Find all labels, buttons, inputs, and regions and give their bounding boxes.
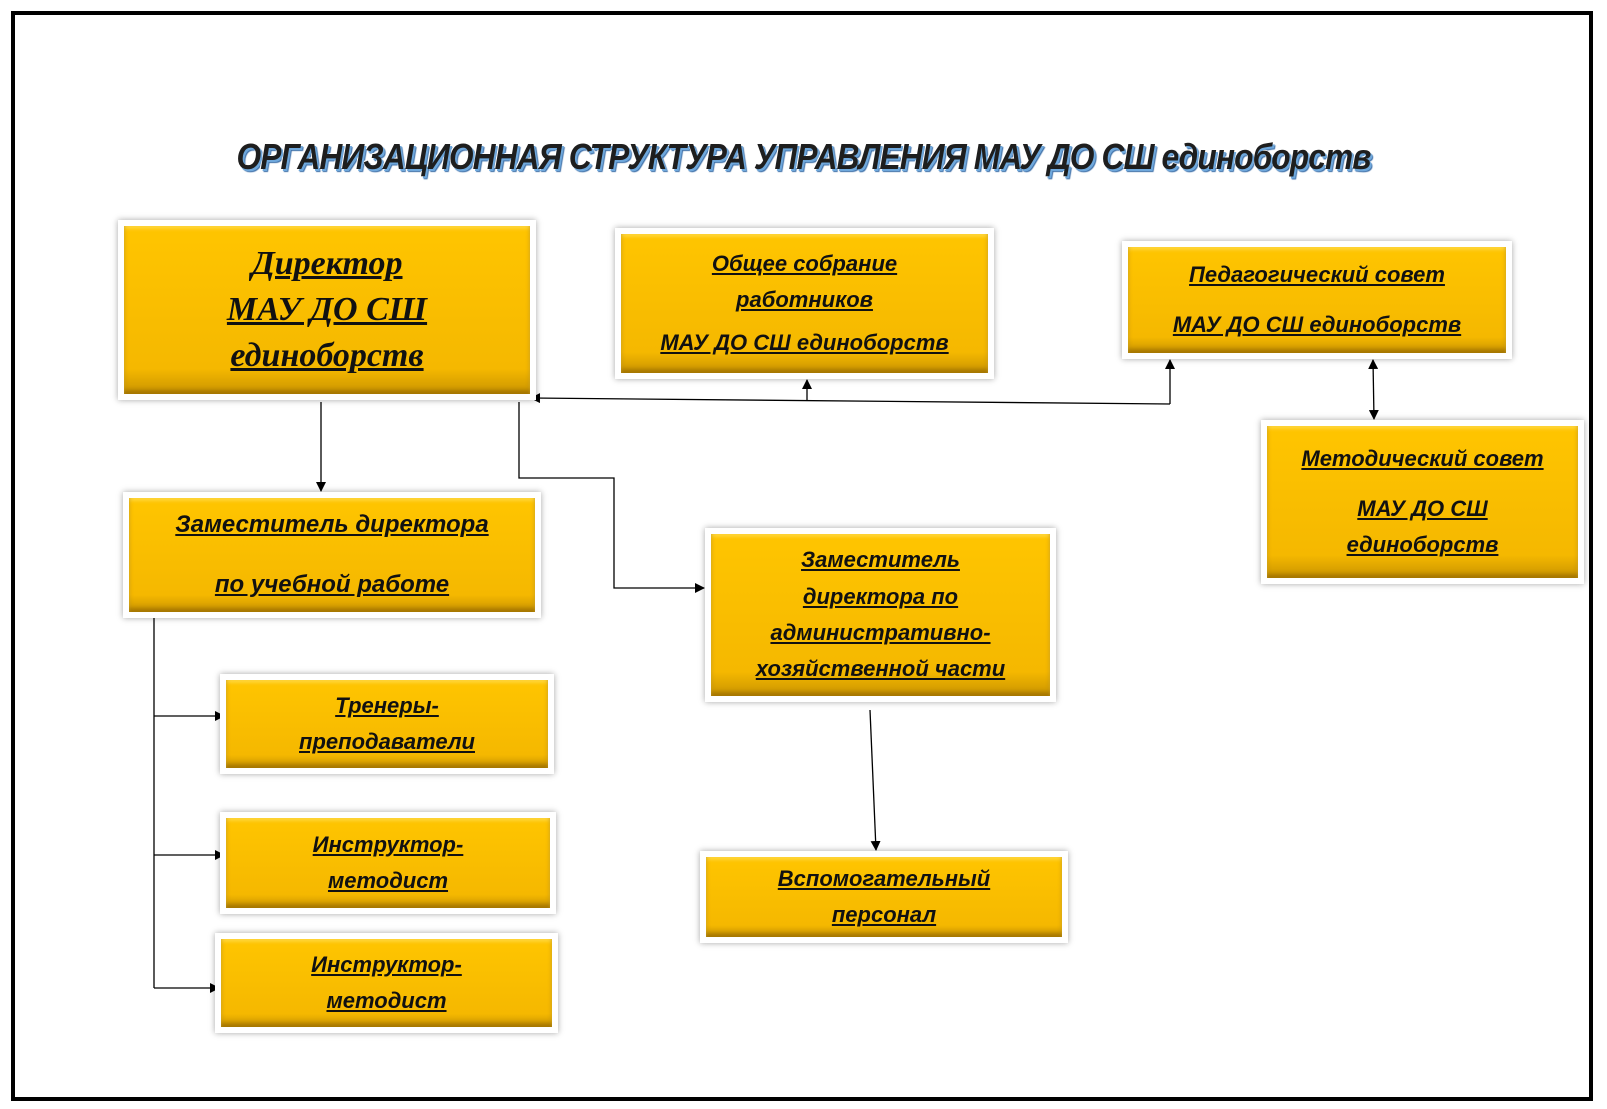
box-text: по учебной работе [214,571,450,598]
box-text: МАУ ДО СШ [1357,495,1488,521]
box-text: МАУ ДО СШ единоборств [1172,312,1462,337]
diagram-title: ОРГАНИЗАЦИОННАЯ СТРУКТУРА УПРАВЛЕНИЯ МАУ… [236,136,1371,177]
arrow-to-support-staff [869,709,881,851]
box-text: Инструктор- [312,831,464,857]
box-text: Тренеры- [335,692,439,718]
box-text: единоборств [230,336,424,374]
box-text: методист [327,868,449,893]
box-text: хозяйственной части [755,656,1006,682]
box-text: Педагогический совет [1189,261,1445,287]
box-ped-council: Педагогический совет МАУ ДО СШ единоборс… [1122,241,1512,359]
box-text: директора по [802,583,959,609]
box-text: Заместитель директора [175,511,489,539]
box-text: единоборств [1346,532,1499,558]
box-general-meeting: Общее собрание работников МАУ ДО СШ един… [615,228,994,379]
box-text: методист [326,988,447,1013]
box-method-council: Методический совет МАУ ДО СШ единоборств [1261,420,1584,584]
page-frame [11,11,1593,1101]
box-support-staff: Вспомогательный персонал [700,851,1068,943]
box-text: административно- [770,620,991,645]
arrow-ped-council-to-director [530,393,1171,405]
box-text: преподаватели [299,729,475,754]
box-text: Методический совет [1301,445,1544,471]
arrow-director-to-deputy-admin [518,402,705,593]
box-text: Вспомогательный [777,865,991,891]
box-director: Директор МАУ ДО СШ единоборств [118,220,536,400]
arrow-ped-method-council [1368,359,1379,420]
box-text: МАУ ДО СШ единоборств [660,329,949,355]
box-text: работников [736,287,873,313]
box-instructor-2: Инструктор- методист [215,933,558,1033]
box-deputy-edu: Заместитель директора по учебной работе [123,492,541,618]
box-text: Заместитель [801,547,960,573]
box-text: Директор [251,245,403,283]
box-text: Общее собрание [711,251,898,277]
box-text: МАУ ДО СШ [226,291,428,329]
box-coaches: Тренеры- преподаватели [220,674,554,774]
box-text: Инструктор- [311,951,462,977]
box-instructor-1: Инструктор- методист [220,812,556,914]
box-deputy-admin: Заместитель директора по административно… [705,528,1056,702]
box-text: персонал [831,902,937,927]
